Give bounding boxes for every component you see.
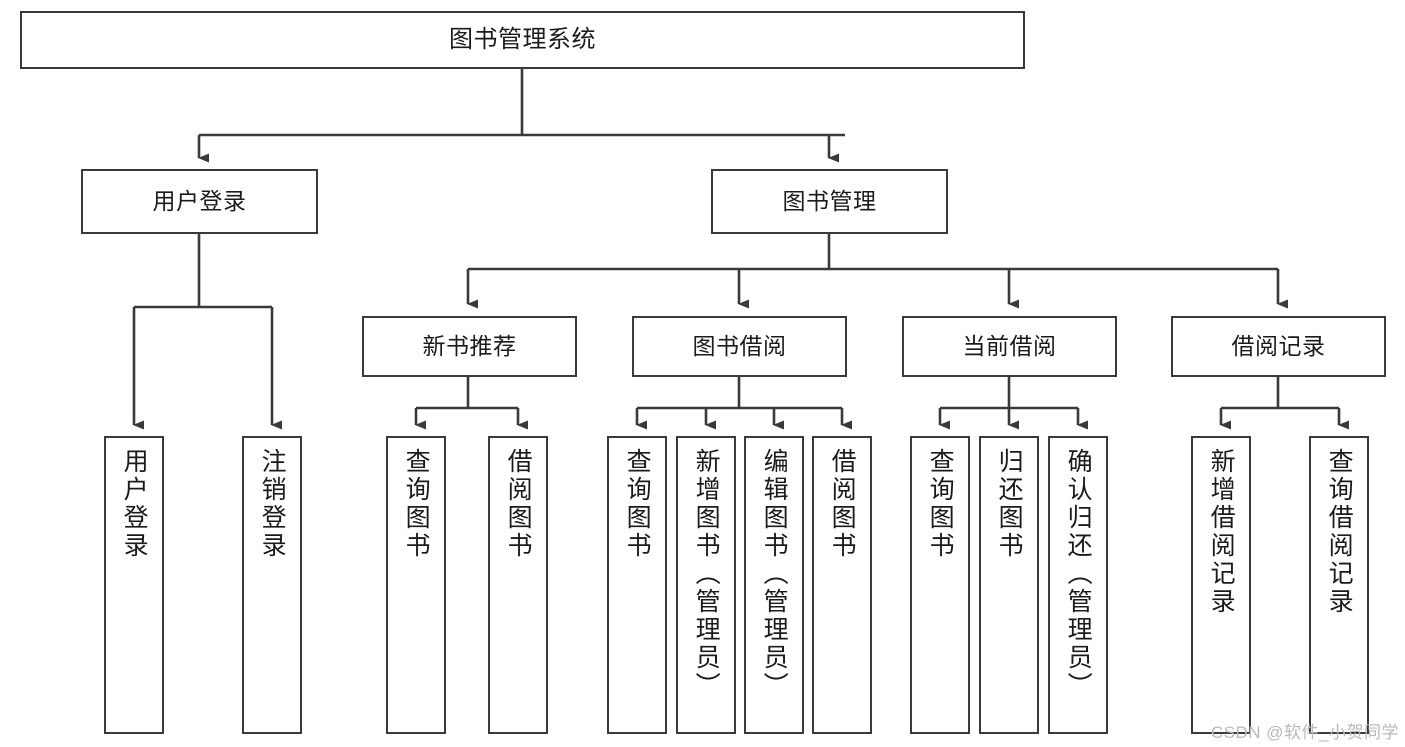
node-label: 当前借阅 <box>962 332 1057 359</box>
node-leaf-add-book-admin[interactable]: 新增图书（管理员） <box>676 436 736 734</box>
node-leaf-confirm-return-admin[interactable]: 确认归还（管理员） <box>1048 436 1108 734</box>
node-label: 用户登录 <box>152 187 247 214</box>
node-label: 新书推荐 <box>422 332 517 359</box>
node-new-book-recommend[interactable]: 新书推荐 <box>362 316 577 377</box>
node-leaf-borrow-book[interactable]: 借阅图书 <box>812 436 872 734</box>
node-label: 图书借阅 <box>692 332 787 359</box>
node-label: 图书管理 <box>782 187 877 214</box>
node-leaf-query-borrow-record[interactable]: 查询借阅记录 <box>1309 436 1369 734</box>
node-book-borrow[interactable]: 图书借阅 <box>632 316 847 377</box>
node-borrow-record[interactable]: 借阅记录 <box>1171 316 1386 377</box>
node-label: 确认归还（管理员） <box>1064 448 1093 700</box>
node-label: 查询借阅记录 <box>1325 448 1354 616</box>
node-label: 查询图书 <box>926 448 955 560</box>
node-label: 归还图书 <box>995 448 1024 560</box>
node-label: 用户登录 <box>120 448 149 560</box>
node-label: 新增图书（管理员） <box>692 448 721 700</box>
node-label: 图书管理系统 <box>449 25 596 53</box>
node-label: 编辑图书（管理员） <box>760 448 789 700</box>
node-leaf-user-login[interactable]: 用户登录 <box>104 436 164 734</box>
node-label: 借阅图书 <box>504 448 533 560</box>
node-leaf-query-book-rec[interactable]: 查询图书 <box>386 436 446 734</box>
node-label: 新增借阅记录 <box>1207 448 1236 616</box>
node-user-login[interactable]: 用户登录 <box>81 169 318 234</box>
node-leaf-user-logout[interactable]: 注销登录 <box>242 436 302 734</box>
node-label: 查询图书 <box>402 448 431 560</box>
csdn-watermark: CSDN @软件_小贺同学 <box>1210 723 1399 742</box>
node-label: 注销登录 <box>258 448 287 560</box>
node-label: 借阅记录 <box>1231 332 1326 359</box>
node-leaf-edit-book-admin[interactable]: 编辑图书（管理员） <box>744 436 804 734</box>
node-current-borrow[interactable]: 当前借阅 <box>902 316 1117 377</box>
node-leaf-query-book[interactable]: 查询图书 <box>607 436 667 734</box>
node-root-library-system[interactable]: 图书管理系统 <box>20 11 1025 69</box>
node-label: 查询图书 <box>623 448 652 560</box>
node-leaf-query-book-current[interactable]: 查询图书 <box>910 436 970 734</box>
node-book-management[interactable]: 图书管理 <box>711 169 948 234</box>
node-label: 借阅图书 <box>828 448 857 560</box>
node-leaf-add-borrow-record[interactable]: 新增借阅记录 <box>1191 436 1251 734</box>
node-leaf-borrow-book-rec[interactable]: 借阅图书 <box>488 436 548 734</box>
node-leaf-return-book[interactable]: 归还图书 <box>979 436 1039 734</box>
